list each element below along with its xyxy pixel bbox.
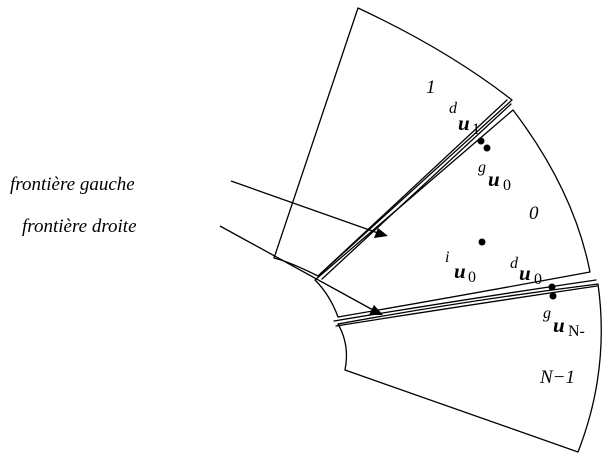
svg-text:u: u [519, 261, 531, 285]
cell-n-minus-1-outline [337, 283, 602, 453]
svg-text:u: u [454, 259, 466, 283]
cell-1-label: 1 [426, 77, 436, 98]
svg-text:d: d [510, 255, 519, 272]
svg-text:0: 0 [468, 269, 476, 286]
point-g-uN [549, 292, 557, 300]
lower-boundary-line-a [333, 279, 597, 322]
left-boundary-label: frontière gauche [10, 174, 135, 195]
svg-text:d: d [449, 100, 458, 117]
cell-0-label: 0 [529, 203, 539, 224]
svg-text:0: 0 [534, 271, 542, 288]
point-i-u0 [478, 238, 486, 246]
label-d-u0: d u 0 [510, 255, 542, 288]
point-d-u1 [477, 137, 485, 145]
point-d-u0 [548, 283, 556, 291]
upper-boundary-line-a [317, 99, 508, 277]
cell-0-outline [314, 109, 591, 318]
svg-text:N-: N- [568, 323, 585, 340]
cell-1-outline [273, 7, 513, 277]
upper-boundary-line-b [321, 103, 512, 280]
label-d-u1: d u 1 [449, 100, 480, 138]
lower-boundary-line-b [335, 285, 598, 327]
right-boundary-label: frontière droite [22, 216, 137, 237]
point-g-u0 [483, 144, 491, 152]
svg-text:u: u [488, 167, 500, 191]
svg-text:u: u [458, 111, 470, 135]
svg-text:u: u [553, 313, 565, 337]
left-boundary-arrowhead [374, 228, 388, 238]
label-g-u0: g u 0 [478, 159, 511, 194]
svg-text:i: i [445, 249, 449, 266]
svg-text:g: g [478, 159, 486, 176]
label-g-uN: g u N- [543, 305, 585, 340]
svg-text:1: 1 [472, 121, 480, 138]
svg-text:0: 0 [503, 177, 511, 194]
svg-text:g: g [543, 305, 551, 322]
left-boundary-arrow [230, 180, 379, 234]
right-boundary-arrow [219, 225, 374, 311]
cell-n-minus-1-label: N−1 [539, 367, 575, 388]
right-boundary-arrowhead [369, 305, 383, 315]
label-i-u0: i u 0 [445, 249, 476, 286]
